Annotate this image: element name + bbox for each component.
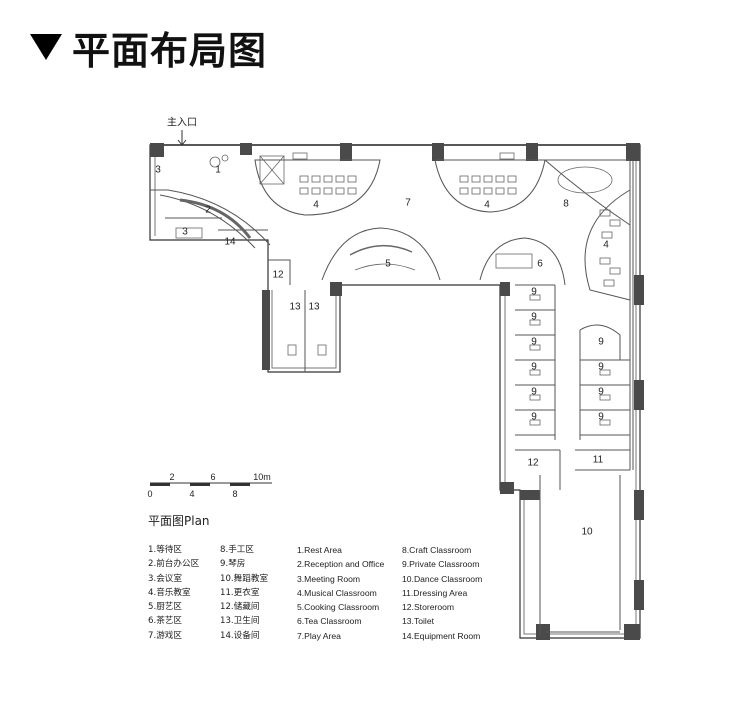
legend-column-en-1: 1.Rest Area 2.Reception and Office 3.Mee…	[297, 543, 384, 643]
scale-tick: 8	[232, 489, 237, 499]
scale-tick: 6	[210, 472, 215, 482]
page-title: 平面布局图	[72, 28, 268, 73]
room-label: 2	[205, 205, 211, 216]
legend-item: 1.等待区	[148, 545, 182, 555]
room-label: 13	[308, 302, 320, 313]
plan-caption-text: 平面图Plan	[148, 514, 210, 528]
room-label: 12	[527, 458, 539, 469]
legend-item: 10.Dance Classroom	[402, 573, 483, 584]
legend-item: 6.Tea Classroom	[297, 616, 362, 627]
legend-item: 1.Rest Area	[297, 545, 342, 555]
page-header: 平面布局图	[30, 22, 268, 73]
room-label: 3	[182, 227, 188, 238]
entrance-label: 主入口	[167, 117, 197, 129]
legend-item: 4.Musical Classroom	[297, 587, 377, 598]
room-label: 9	[531, 337, 537, 348]
legend-column-zh-1: 1.等待区 2.前台办公区 3.会议室 4.音乐教室 5.厨艺区 6.茶艺区 7…	[148, 543, 199, 643]
room-label: 4	[484, 200, 490, 211]
room-label: 1	[215, 165, 221, 176]
scale-tick: 2	[169, 472, 174, 482]
room-label: 4	[603, 240, 609, 251]
legend-item: 8.手工区	[220, 545, 254, 555]
legend-column-en-2: 8.Craft Classroom 9.Private Classroom 10…	[402, 543, 482, 643]
legend-item: 5.厨艺区	[148, 602, 182, 613]
room-label: 4	[313, 200, 319, 211]
room-label: 12	[272, 270, 284, 281]
legend-item: 7.游戏区	[148, 630, 182, 641]
legend-item: 9.琴房	[220, 559, 246, 570]
room-label: 9	[531, 287, 537, 298]
room-label: 9	[598, 337, 604, 348]
room-label: 9	[598, 387, 604, 398]
down-triangle-icon	[30, 34, 62, 60]
legend-item: 8.Craft Classroom	[402, 545, 472, 555]
room-label: 9	[531, 312, 537, 323]
legend-item: 2.Reception and Office	[297, 559, 385, 570]
legend-item: 14.Equipment Room	[402, 630, 481, 641]
room-label: 9	[598, 362, 604, 373]
room-label: 8	[563, 199, 569, 210]
room-label: 7	[405, 198, 411, 209]
room-label: 6	[537, 259, 543, 270]
room-label: 13	[289, 302, 301, 313]
legend-item: 11.Dressing Area	[402, 587, 468, 598]
legend-item: 14.设备间	[220, 630, 260, 641]
legend-item: 3.Meeting Room	[297, 573, 361, 584]
scale-tick: 10m	[253, 472, 271, 482]
room-label: 9	[598, 412, 604, 423]
legend-column-zh-2: 8.手工区 9.琴房 10.舞蹈教室 11.更衣室 12.储藏间 13.卫生间 …	[220, 543, 268, 643]
legend-item: 3.会议室	[148, 573, 182, 584]
legend-item: 7.Play Area	[297, 630, 341, 641]
legend-item: 2.前台办公区	[148, 559, 200, 570]
room-label: 10	[581, 527, 593, 538]
room-label: 11	[593, 455, 604, 466]
room-label: 5	[385, 259, 391, 270]
room-label: 9	[531, 412, 537, 423]
legend-item: 13.卫生间	[220, 616, 260, 627]
legend-item: 5.Cooking Classroom	[297, 602, 380, 613]
legend-item: 12.Storeroom	[402, 602, 455, 613]
legend-item: 4.音乐教室	[148, 587, 191, 598]
scale-bar: 2 6 10m 0 4 8	[147, 472, 272, 499]
room-label: 9	[531, 362, 537, 373]
room-label: 9	[531, 387, 537, 398]
legend-item: 9.Private Classroom	[402, 559, 480, 570]
legend-item: 13.Toilet	[402, 616, 435, 627]
scale-tick: 0	[147, 489, 152, 499]
scale-tick: 4	[189, 489, 194, 499]
practice-room-labels: 9 9 9 9 9 9 9 9 9	[531, 312, 604, 423]
room-label: 14	[224, 237, 236, 248]
plan-caption: 平面图Plan	[148, 512, 210, 529]
legend-item: 10.舞蹈教室	[220, 573, 269, 584]
legend-item: 11.更衣室	[220, 587, 260, 598]
room-label: 3	[155, 165, 161, 176]
legend-item: 6.茶艺区	[148, 616, 182, 627]
legend-item: 12.储藏间	[220, 602, 260, 613]
